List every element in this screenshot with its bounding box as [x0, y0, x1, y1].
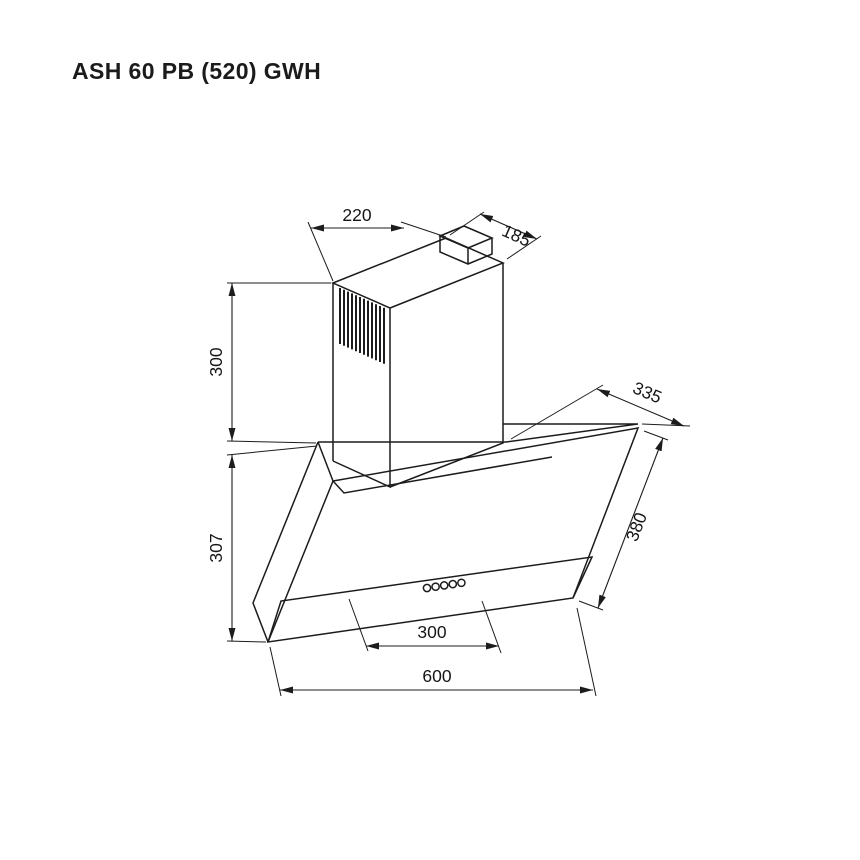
vent-grille — [339, 288, 385, 364]
glass-inner-edge — [332, 456, 553, 494]
dimension-top-depth: 335 — [510, 378, 691, 440]
dim-label-chimney-height: 300 — [206, 347, 226, 376]
extension-line — [348, 598, 369, 652]
extension-line — [226, 440, 317, 444]
extension-line — [449, 211, 485, 236]
dimension-chimney-height: 300 — [206, 282, 331, 444]
left-side-panel — [252, 441, 319, 643]
page-title: ASH 60 PB (520) GWH — [72, 58, 322, 84]
hood-top-outline — [318, 423, 639, 443]
hood-body — [252, 423, 640, 643]
top-front-cap — [317, 441, 334, 482]
control-button — [431, 582, 440, 592]
extension-line — [400, 221, 447, 238]
dimension-line — [597, 437, 664, 609]
chimney-outline — [331, 237, 505, 489]
bottom-back-edge — [267, 556, 594, 643]
extension-line — [576, 607, 597, 697]
chimney — [331, 225, 505, 489]
dimension-body-height: 307 — [206, 445, 318, 643]
extension-line — [506, 235, 542, 260]
dim-label-overall-width: 600 — [422, 666, 451, 686]
dim-label-glass-slant-height: 380 — [622, 509, 651, 544]
dim-label-body-height: 307 — [206, 533, 226, 562]
extension-line — [226, 445, 318, 456]
dim-label-duct-depth: 185 — [499, 220, 534, 250]
control-button — [448, 579, 458, 589]
dimension-line — [596, 388, 685, 427]
control-button — [422, 583, 432, 593]
extension-line — [269, 646, 282, 697]
glass-panel — [266, 427, 640, 643]
dimension-line — [479, 213, 538, 240]
dimension-duct-width: 220 — [307, 205, 447, 282]
duct-collar — [438, 225, 494, 265]
dimension-overall-width: 600 — [269, 607, 597, 697]
extension-line — [510, 384, 604, 440]
dimension-duct-depth: 185 — [449, 211, 542, 260]
dim-label-duct-width: 220 — [342, 205, 371, 225]
dim-label-inner-width: 300 — [417, 622, 446, 642]
control-buttons — [422, 578, 466, 593]
extension-line — [578, 600, 604, 611]
dim-label-top-depth: 335 — [630, 378, 665, 408]
dimension-inner-width: 300 — [348, 598, 502, 654]
extension-line — [226, 640, 267, 643]
extension-line — [643, 430, 669, 441]
control-button — [457, 578, 466, 588]
control-button — [439, 581, 449, 590]
extension-line — [307, 221, 334, 282]
dimension-glass-slant-height: 380 — [578, 430, 669, 611]
